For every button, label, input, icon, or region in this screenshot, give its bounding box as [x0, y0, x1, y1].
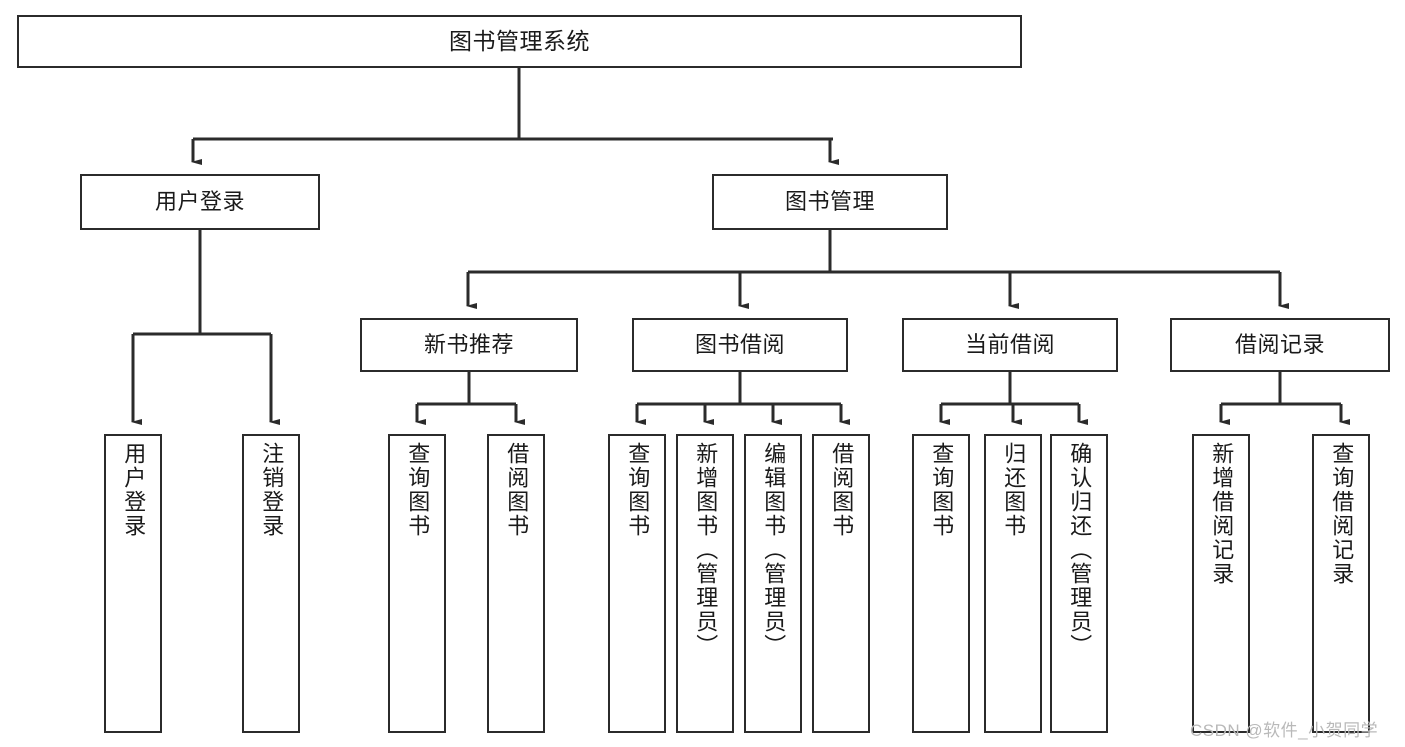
node-leaf-add-record[interactable]: 新增借阅记录 — [1192, 434, 1250, 733]
node-leaf-query-record[interactable]: 查询借阅记录 — [1312, 434, 1370, 733]
node-leaf-edit-book-label: 编辑图书（管理员） — [761, 442, 787, 658]
node-leaf-borrow-book-1[interactable]: 借阅图书 — [487, 434, 545, 733]
node-leaf-query-book-3[interactable]: 查询图书 — [912, 434, 970, 733]
node-book-borrow[interactable]: 图书借阅 — [632, 318, 848, 372]
node-leaf-add-book[interactable]: 新增图书（管理员） — [676, 434, 734, 733]
node-new-book-rec-label: 新书推荐 — [423, 332, 514, 358]
node-leaf-return-book[interactable]: 归还图书 — [984, 434, 1042, 733]
node-leaf-query-book-1-label: 查询图书 — [405, 442, 431, 538]
node-new-book-rec[interactable]: 新书推荐 — [360, 318, 578, 372]
node-leaf-edit-book[interactable]: 编辑图书（管理员） — [744, 434, 802, 733]
node-leaf-return-book-label: 归还图书 — [1001, 442, 1027, 538]
node-leaf-query-book-3-label: 查询图书 — [929, 442, 955, 538]
node-user-login[interactable]: 用户登录 — [80, 174, 320, 230]
node-leaf-borrow-book-2-label: 借阅图书 — [829, 442, 855, 538]
node-leaf-user-logout[interactable]: 注销登录 — [242, 434, 300, 733]
node-leaf-query-book-2[interactable]: 查询图书 — [608, 434, 666, 733]
node-leaf-borrow-book-1-label: 借阅图书 — [504, 442, 530, 538]
node-leaf-confirm-return[interactable]: 确认归还（管理员） — [1050, 434, 1108, 733]
node-leaf-add-book-label: 新增图书（管理员） — [693, 442, 719, 658]
watermark: CSDN @软件_小贺同学 — [1190, 721, 1379, 740]
node-leaf-borrow-book-2[interactable]: 借阅图书 — [812, 434, 870, 733]
node-borrow-record-label: 借阅记录 — [1234, 332, 1325, 358]
node-book-manage[interactable]: 图书管理 — [712, 174, 948, 230]
node-root[interactable]: 图书管理系统 — [17, 15, 1022, 68]
node-leaf-confirm-return-label: 确认归还（管理员） — [1067, 442, 1093, 658]
node-leaf-query-record-label: 查询借阅记录 — [1329, 442, 1355, 586]
node-leaf-add-record-label: 新增借阅记录 — [1209, 442, 1235, 586]
node-current-borrow[interactable]: 当前借阅 — [902, 318, 1118, 372]
node-current-borrow-label: 当前借阅 — [964, 332, 1055, 358]
node-book-manage-label: 图书管理 — [784, 189, 875, 215]
node-leaf-user-login-label: 用户登录 — [121, 442, 147, 538]
node-user-login-label: 用户登录 — [154, 189, 245, 215]
node-leaf-query-book-1[interactable]: 查询图书 — [388, 434, 446, 733]
node-leaf-user-logout-label: 注销登录 — [259, 442, 285, 538]
node-leaf-user-login[interactable]: 用户登录 — [104, 434, 162, 733]
node-leaf-query-book-2-label: 查询图书 — [625, 442, 651, 538]
node-root-label: 图书管理系统 — [449, 27, 590, 54]
node-borrow-record[interactable]: 借阅记录 — [1170, 318, 1390, 372]
node-book-borrow-label: 图书借阅 — [694, 332, 785, 358]
